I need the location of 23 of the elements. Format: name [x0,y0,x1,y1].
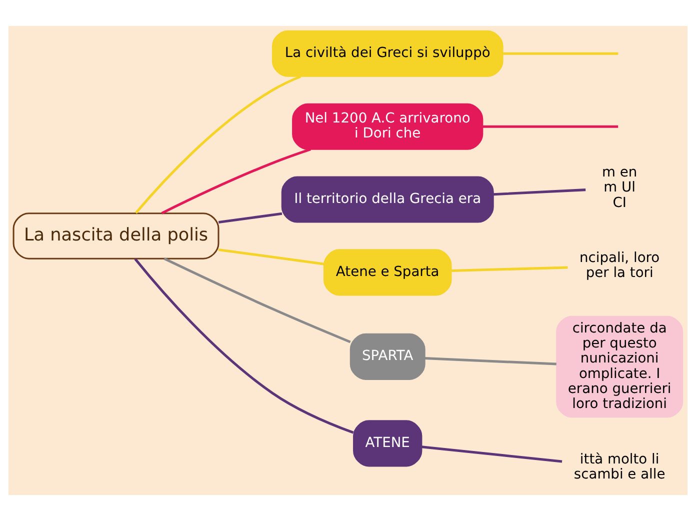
node-box: Atene e Sparta [323,248,452,296]
node-box: La nascita della polis [12,212,220,259]
connector [452,266,568,272]
node-box: Nel 1200 A.C arrivarono i Dori che [292,102,484,150]
connector [218,248,324,265]
node-text: m en m Ul CI [602,164,638,210]
connector [424,356,556,365]
node-box: ATENE [353,420,422,466]
connector [218,212,282,223]
node-box: La civiltà dei Greci si sviluppò [272,30,504,76]
connector [164,257,351,343]
node-text: ittà molto li scambi e alle [574,450,666,482]
node-box: Il territorio della Grecia era [281,176,494,222]
connector [134,258,354,434]
node-box: SPARTA [350,332,426,380]
connector [134,74,302,214]
connector [422,445,562,462]
connector [493,188,586,196]
connector [502,52,618,54]
connector [482,124,618,128]
node-text: ncipali, loro per la tori [580,250,660,281]
connector [161,148,311,214]
node-box: circondate da per questo nunicazioni omplicate. I erano guerrieri loro tradizioni [556,315,684,418]
